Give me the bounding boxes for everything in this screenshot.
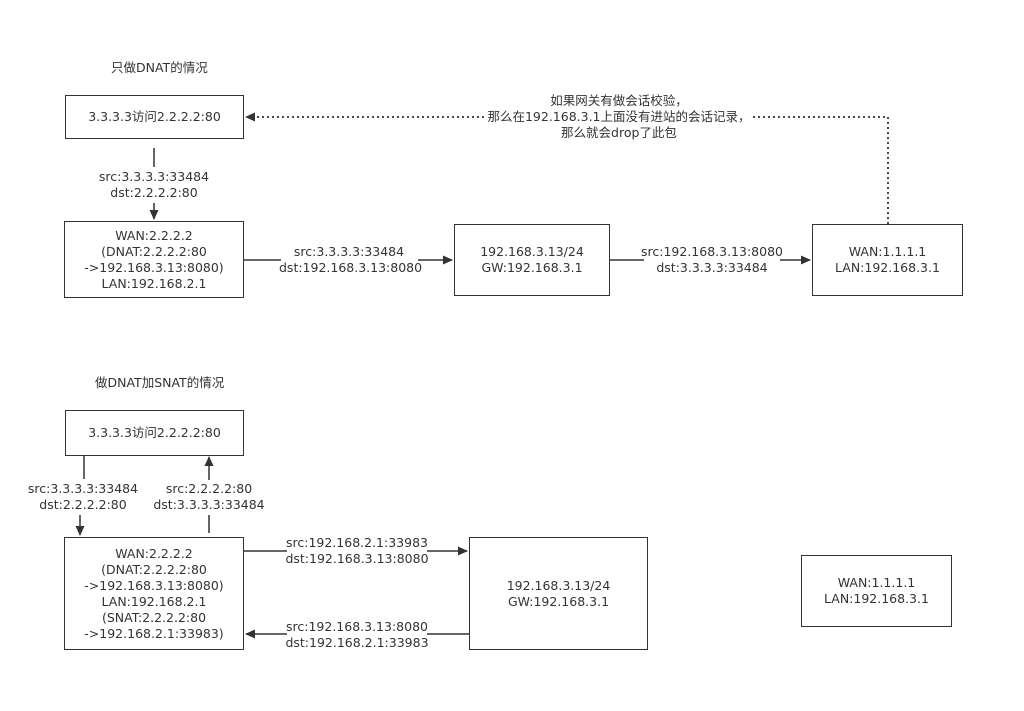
top-gateway-box-label: WAN:2.2.2.2 (DNAT:2.2.2.2:80 ->192.168.3…: [84, 227, 224, 291]
bottom-router-box: WAN:1.1.1.1 LAN:192.168.3.1: [801, 555, 952, 627]
top-gateway-to-server-dst: dst:192.168.3.13:8080: [279, 260, 423, 275]
bottom-server-to-gateway-dst: dst:192.168.2.1:33983: [285, 635, 429, 650]
top-server-box-label: 192.168.3.13/24 GW:192.168.3.1: [480, 244, 584, 275]
bottom-client-to-gateway-dst: dst:2.2.2.2:80: [39, 497, 127, 512]
top-server-to-router-src: src:192.168.3.13:8080: [641, 244, 783, 259]
top-gateway-box: WAN:2.2.2.2 (DNAT:2.2.2.2:80 ->192.168.3…: [64, 221, 244, 298]
top-section-title: 只做DNAT的情况: [111, 60, 208, 75]
top-router-box-label: WAN:1.1.1.1 LAN:192.168.3.1: [835, 244, 940, 275]
bottom-client-to-gateway-src: src:3.3.3.3:33484: [27, 481, 139, 496]
bottom-gateway-to-server-src: src:192.168.2.1:33983: [286, 535, 428, 550]
bottom-server-box-label: 192.168.3.13/24 GW:192.168.3.1: [506, 577, 611, 609]
top-server-to-router-dst: dst:3.3.3.3:33484: [656, 260, 768, 275]
bottom-gateway-to-client-dst: dst:3.3.3.3:33484: [153, 497, 265, 512]
bottom-client-box-label: 3.3.3.3访问2.2.2.2:80: [88, 425, 221, 440]
bottom-router-box-label: WAN:1.1.1.1 LAN:192.168.3.1: [824, 575, 929, 606]
top-router-box: WAN:1.1.1.1 LAN:192.168.3.1: [812, 224, 963, 296]
bottom-gateway-box-label: WAN:2.2.2.2 (DNAT:2.2.2.2:80 ->192.168.3…: [84, 545, 224, 641]
top-session-check-note: 如果网关有做会话校验， 那么在192.168.3.1上面没有进站的会话记录， 那…: [487, 93, 751, 140]
bottom-server-box: 192.168.3.13/24 GW:192.168.3.1: [469, 537, 648, 650]
bottom-server-to-gateway-src: src:192.168.3.13:8080: [286, 619, 428, 634]
bottom-gateway-to-server-dst: dst:192.168.3.13:8080: [285, 551, 429, 566]
bottom-section-title: 做DNAT加SNAT的情况: [95, 375, 225, 390]
bottom-gateway-to-client-src: src:2.2.2.2:80: [165, 481, 253, 496]
top-client-to-gateway-src: src:3.3.3.3:33484: [98, 169, 210, 184]
top-router-to-client-dotted-connector: [752, 116, 889, 224]
top-client-to-gateway-dst: dst:2.2.2.2:80: [110, 185, 198, 200]
bottom-client-box: 3.3.3.3访问2.2.2.2:80: [65, 410, 244, 456]
top-server-box: 192.168.3.13/24 GW:192.168.3.1: [454, 224, 610, 296]
bottom-gateway-box: WAN:2.2.2.2 (DNAT:2.2.2.2:80 ->192.168.3…: [64, 537, 244, 650]
top-client-box-label: 3.3.3.3访问2.2.2.2:80: [88, 109, 221, 124]
top-client-box: 3.3.3.3访问2.2.2.2:80: [65, 95, 244, 139]
top-gateway-to-server-src: src:3.3.3.3:33484: [293, 244, 405, 259]
